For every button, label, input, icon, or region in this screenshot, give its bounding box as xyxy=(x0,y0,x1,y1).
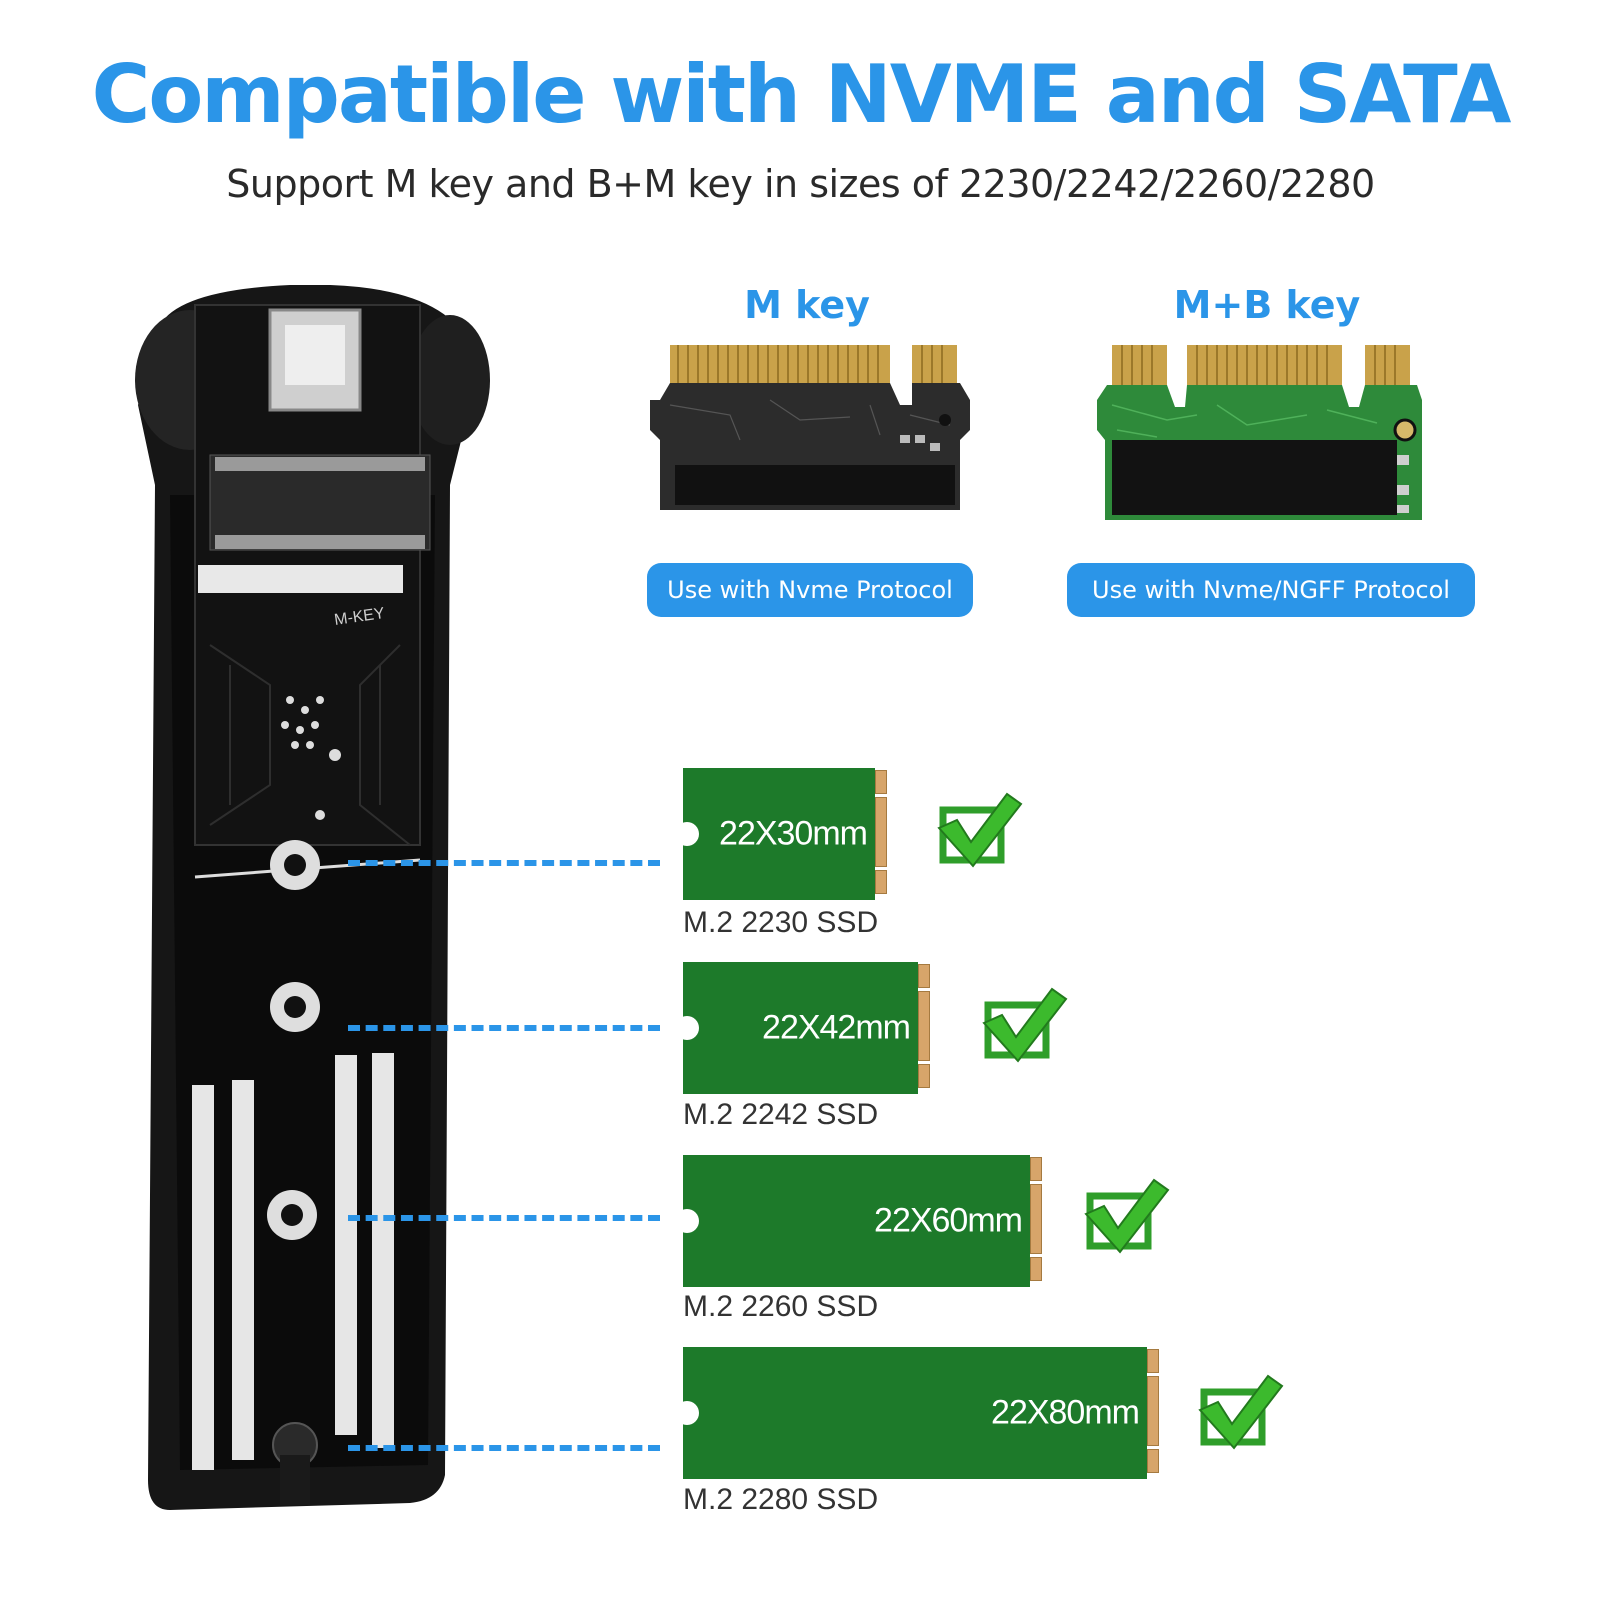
ssd-size-label: 22X60mm xyxy=(874,1201,1023,1240)
checkmark-icon xyxy=(1198,1374,1284,1450)
ssd-size-label: 22X30mm xyxy=(719,814,868,853)
checkmark-icon xyxy=(1084,1178,1170,1254)
mounting-notch xyxy=(675,1016,699,1040)
gold-contact xyxy=(1147,1349,1159,1373)
gold-contact xyxy=(875,870,887,894)
ssd-2260-card: 22X60mm xyxy=(675,1155,1030,1287)
board-label: M-KEY xyxy=(333,605,386,629)
ssd-2230-card: 22X30mm xyxy=(675,768,875,900)
ssd-name: M.2 2280 SSD xyxy=(683,1483,879,1516)
ssd-name: M.2 2230 SSD xyxy=(683,906,879,939)
mounting-notch xyxy=(675,1209,699,1233)
page-subtitle: Support M key and B+M key in sizes of 22… xyxy=(226,162,1375,206)
enclosure-image: M-KEY xyxy=(135,285,490,1510)
connector-line-2230 xyxy=(348,860,660,866)
connector-line-2260 xyxy=(348,1215,660,1221)
gold-contact xyxy=(918,1064,930,1088)
connector-line-2242 xyxy=(348,1025,660,1031)
m-key-title: M key xyxy=(744,283,870,327)
gold-contact xyxy=(918,991,930,1061)
mounting-notch xyxy=(675,822,699,846)
ssd-size-label: 22X80mm xyxy=(991,1393,1140,1432)
mb-key-protocol-button[interactable]: Use with Nvme/NGFF Protocol xyxy=(1067,563,1475,617)
gold-contact xyxy=(875,797,887,867)
mounting-notch xyxy=(675,1401,699,1425)
page-title: Compatible with NVME and SATA xyxy=(91,48,1512,141)
checkmark-icon xyxy=(982,987,1068,1063)
gold-contact xyxy=(1030,1257,1042,1281)
gold-contact xyxy=(1030,1184,1042,1254)
gold-contact xyxy=(1147,1376,1159,1446)
gold-contact xyxy=(875,770,887,794)
ssd-size-label: 22X42mm xyxy=(762,1008,911,1047)
ssd-2242-card: 22X42mm xyxy=(675,962,918,1094)
ssd-2280-card: 22X80mm xyxy=(675,1347,1147,1479)
mb-key-title: M+B key xyxy=(1173,283,1361,327)
m-key-board-image xyxy=(650,345,970,510)
ssd-name: M.2 2242 SSD xyxy=(683,1098,879,1131)
gold-contact xyxy=(1147,1449,1159,1473)
checkmark-icon xyxy=(937,792,1023,868)
gold-contact xyxy=(1030,1157,1042,1181)
m-key-protocol-button[interactable]: Use with Nvme Protocol xyxy=(647,563,973,617)
mb-key-board-image xyxy=(1097,345,1422,520)
ssd-name: M.2 2260 SSD xyxy=(683,1290,879,1323)
connector-line-2280 xyxy=(348,1445,660,1451)
gold-contact xyxy=(918,964,930,988)
